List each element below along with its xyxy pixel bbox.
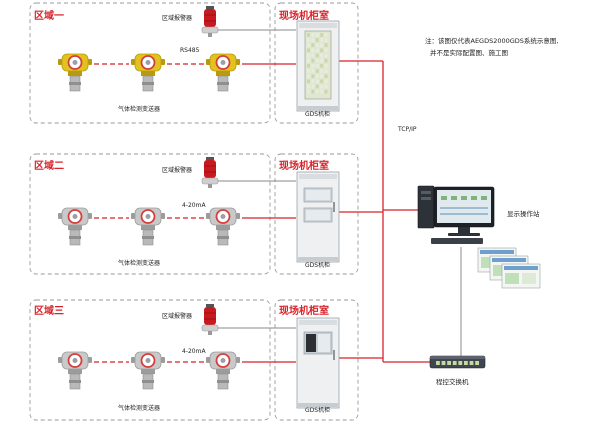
zone-1-cabinet-label: GDS机柜 <box>305 111 331 118</box>
zone-2-alarm-label: 区域报警器 <box>162 167 193 174</box>
zone-3 <box>29 299 383 421</box>
zone-2-comm-label: 4-20mA <box>182 202 206 209</box>
zone-2-cabinet-label: GDS机柜 <box>305 262 331 269</box>
note-line-1: 注：该图仅代表AEGDS2000GDS系统示意图, <box>425 37 559 45</box>
zone-1-box <box>29 2 271 124</box>
zone-2-room-title: 现场机柜室 <box>279 161 329 172</box>
zone-2-title: 区域二 <box>34 161 64 172</box>
zone-1-detector-2 <box>131 53 165 92</box>
zone-1-comm-label: RS485 <box>180 47 200 54</box>
zone-2-room-box <box>274 153 359 275</box>
zone-3-detector-2 <box>131 351 165 390</box>
workstation-icon <box>417 185 495 244</box>
zone-2-detector-3 <box>206 207 240 246</box>
zone-1-title: 区域一 <box>34 11 64 22</box>
zone-3-cabinet-label: GDS机柜 <box>305 407 331 414</box>
zone-2-detector-label: 气体检测变送器 <box>118 260 161 267</box>
zone-1-alarm-icon <box>201 6 219 37</box>
zone-1-detector-label: 气体检测变送器 <box>118 106 161 113</box>
zone-3-room-title: 现场机柜室 <box>279 306 329 317</box>
switch-icon <box>429 355 486 369</box>
zone-2-alarm-icon <box>201 157 219 188</box>
zone-1 <box>29 2 383 124</box>
network-label: TCP/IP <box>398 126 417 133</box>
workstation-label: 显示操作站 <box>507 210 540 218</box>
zone-2-detector-1 <box>58 207 92 246</box>
switch-label: 程控交换机 <box>436 378 469 386</box>
zone-3-alarm-label: 区域报警器 <box>162 313 193 320</box>
zone-1-cabinet-icon <box>296 20 340 112</box>
zone-3-detector-3 <box>206 351 240 390</box>
display-screens-icon <box>477 247 541 289</box>
zone-2 <box>29 153 383 275</box>
note-line-2: 并不是实际配置图、施工图 <box>430 49 508 57</box>
zone-3-detector-label: 气体检测变送器 <box>118 405 161 412</box>
zone-2-cabinet-icon <box>296 171 340 263</box>
zone-3-detector-1 <box>58 351 92 390</box>
zone-3-box <box>29 299 271 421</box>
zone-1-detector-1 <box>58 53 92 92</box>
zone-1-detector-3 <box>206 53 240 92</box>
zone-1-room-box <box>274 2 359 124</box>
zone-3-room-box <box>274 299 359 421</box>
zone-3-comm-label: 4-20mA <box>182 348 206 355</box>
zone-3-alarm-icon <box>201 304 219 335</box>
zone-1-alarm-label: 区域报警器 <box>162 15 193 22</box>
zone-2-detector-2 <box>131 207 165 246</box>
zone-3-title: 区域三 <box>34 306 64 317</box>
zone-3-cabinet-icon <box>296 317 340 409</box>
zone-2-box <box>29 153 271 275</box>
zone-1-room-title: 现场机柜室 <box>279 11 329 22</box>
